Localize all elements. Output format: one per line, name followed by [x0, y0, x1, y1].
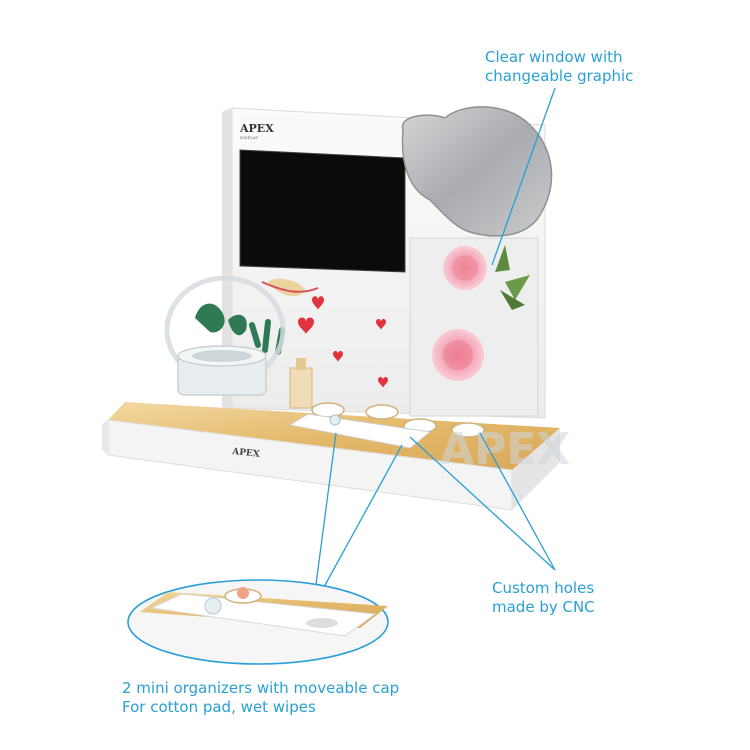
clear-window-pointer-line	[491, 87, 556, 266]
magnified-inset	[127, 579, 389, 665]
callout-custom-holes-line2: made by CNC	[492, 598, 595, 616]
brand-logo-tagline: DISPLAY	[240, 135, 259, 140]
cosmetic-jar	[177, 345, 267, 396]
heart-decorations	[298, 296, 388, 388]
video-screen	[239, 149, 406, 273]
organizer-pointer-line-2	[312, 444, 403, 608]
callout-custom-holes-line1: Custom holes	[492, 579, 595, 597]
callout-clear-window-line2: changeable graphic	[485, 67, 634, 85]
graphic-window	[409, 237, 539, 417]
mini-organizer-tray	[288, 413, 432, 449]
callout-clear-window-line1: Clear window with	[485, 48, 623, 66]
brand-logo-text: APEX	[239, 122, 274, 135]
base-logo-text: APEX	[231, 447, 260, 460]
organizer-pointer-line-1	[312, 432, 337, 608]
perfume-bottle	[289, 358, 313, 409]
callout-clear-window: Clear window with changeable graphic	[485, 48, 633, 86]
watermark-text: APEX	[440, 424, 570, 475]
display-base	[102, 402, 560, 511]
callout-organizers: 2 mini organizers with moveable cap For …	[122, 679, 399, 717]
callout-organizers-line1: 2 mini organizers with moveable cap	[122, 679, 400, 697]
holes-pointer-line-1	[479, 432, 556, 571]
callout-custom-holes: Custom holes made by CNC	[492, 579, 595, 617]
brand-logo-top: APEX DISPLAY	[239, 122, 274, 140]
brand-watermark: APEX	[440, 424, 570, 475]
brand-logo-base: APEX	[231, 447, 260, 460]
callout-lines	[312, 87, 556, 608]
rose-graphic	[432, 245, 530, 381]
callout-organizers-line2: For cotton pad, wet wipes	[122, 698, 316, 716]
holes-pointer-line-2	[409, 436, 556, 571]
